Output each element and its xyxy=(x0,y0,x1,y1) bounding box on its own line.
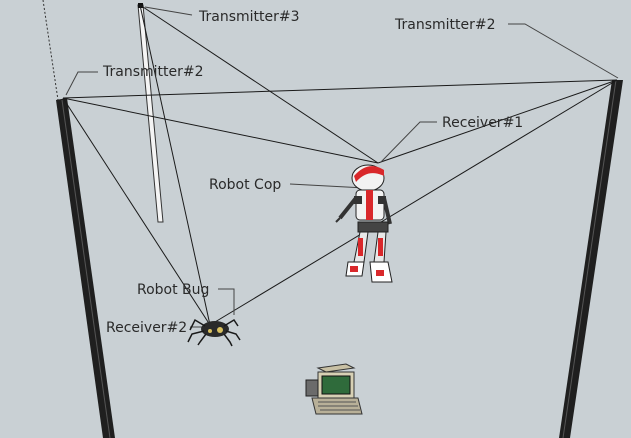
center-pole xyxy=(137,3,164,223)
left-pole xyxy=(56,98,115,438)
label-robot-cop: Robot Cop xyxy=(209,177,281,193)
signal-line xyxy=(377,79,618,164)
signal-line xyxy=(139,4,211,326)
signal-line xyxy=(62,79,618,99)
label-transmitter-2-right: Transmitter#2 xyxy=(394,17,496,33)
robot-bug xyxy=(187,318,241,347)
label-transmitter-3: Transmitter#3 xyxy=(198,9,300,25)
signal-lines xyxy=(62,4,618,326)
dashed-guide-line xyxy=(42,0,59,101)
label-transmitter-2-left: Transmitter#2 xyxy=(102,64,204,80)
leader-lines xyxy=(65,6,619,328)
signal-line xyxy=(62,97,211,326)
signal-line xyxy=(62,97,379,164)
robot-cop xyxy=(335,164,393,283)
signal-line xyxy=(139,4,379,164)
label-receiver-2: Receiver#2 xyxy=(106,320,187,336)
label-robot-bug: Robot Bug xyxy=(137,282,209,298)
computer-terminal xyxy=(305,363,363,415)
label-receiver-1: Receiver#1 xyxy=(442,115,523,131)
right-pole xyxy=(559,79,623,438)
signal-line xyxy=(209,79,618,326)
